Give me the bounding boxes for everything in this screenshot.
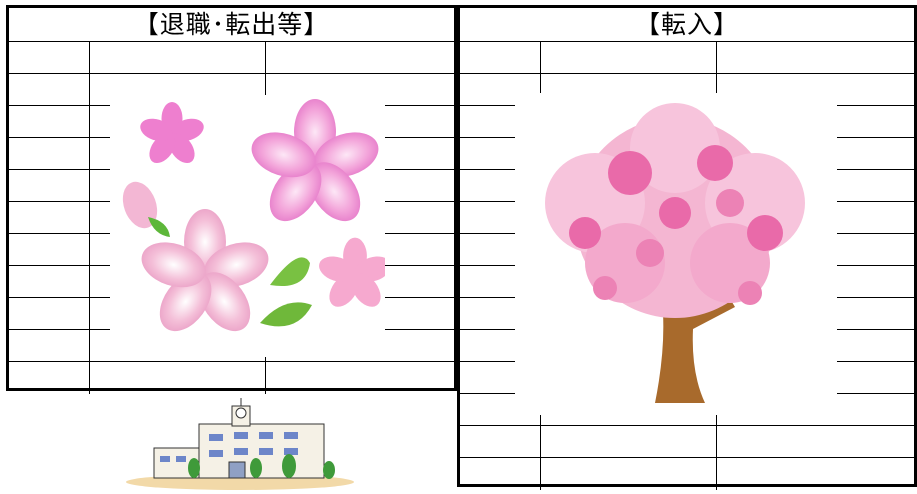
column-divider: [89, 42, 90, 73]
column-divider: [716, 42, 717, 73]
sakura-tree-icon: [515, 93, 837, 415]
column-divider: [89, 170, 90, 201]
table-title-transfer-in: 【転入】: [460, 8, 914, 42]
column-divider: [89, 362, 90, 394]
table-row: [9, 362, 454, 394]
school-building-icon: [124, 398, 356, 490]
column-divider: [89, 202, 90, 233]
column-divider: [540, 42, 541, 73]
table-row: [460, 458, 914, 490]
table-row: [460, 42, 914, 74]
column-divider: [540, 458, 541, 490]
column-divider: [89, 266, 90, 297]
column-divider: [89, 234, 90, 265]
table-row: [9, 42, 454, 74]
column-divider: [716, 458, 717, 490]
column-divider: [89, 138, 90, 169]
table-title-retirement: 【退職･転出等】: [9, 8, 454, 42]
column-divider: [540, 426, 541, 457]
column-divider: [89, 298, 90, 329]
column-divider: [540, 74, 541, 105]
column-divider: [89, 330, 90, 361]
column-divider: [265, 42, 266, 73]
sakura-petals-icon: [110, 95, 395, 357]
column-divider: [265, 74, 266, 105]
column-divider: [716, 426, 717, 457]
column-divider: [716, 74, 717, 105]
column-divider: [89, 74, 90, 105]
column-divider: [89, 106, 90, 137]
table-row: [460, 426, 914, 458]
column-divider: [265, 362, 266, 394]
